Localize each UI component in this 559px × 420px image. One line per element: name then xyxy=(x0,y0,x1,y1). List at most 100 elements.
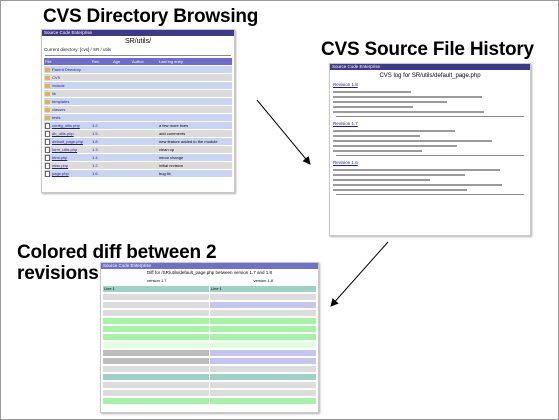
diff-top-bar: Source Code Enterprise xyxy=(101,263,318,269)
file-icon xyxy=(45,146,50,153)
file-cell-log: minor change xyxy=(159,155,184,160)
diff-cell-right xyxy=(210,293,316,300)
diff-row xyxy=(103,333,316,341)
file-cell-log: a few more fixes xyxy=(159,123,189,128)
dir-row[interactable]: lib xyxy=(44,90,232,98)
log-entry-revision[interactable]: Revision 1.7 xyxy=(333,121,358,126)
file-cell-name[interactable]: page.php xyxy=(52,170,69,176)
diff-row xyxy=(103,373,316,381)
dir-table-header: File Rev. Age Author Last log entry xyxy=(44,58,232,66)
diff-cell-left xyxy=(103,389,209,396)
diff-sub-left: version 1.7 xyxy=(146,278,167,283)
heading-dir-browsing: CVS Directory Browsing xyxy=(43,6,259,27)
dir-title: SR/utils/ xyxy=(124,38,152,45)
log-separator xyxy=(336,155,524,156)
diff-cell-right xyxy=(210,349,316,356)
diff-cell-right xyxy=(210,373,316,380)
file-cell-rev[interactable]: 1.4 xyxy=(92,155,98,160)
file-cell-name[interactable]: config_utils.php xyxy=(52,122,80,128)
file-cell-name[interactable]: misc.php xyxy=(52,162,69,168)
file-cell-rev[interactable]: 1.5 xyxy=(92,131,98,136)
log-placeholder-line xyxy=(333,150,423,152)
diff-row xyxy=(103,301,316,309)
dir-link[interactable]: lib xyxy=(52,91,57,96)
diff-cell-right xyxy=(210,365,316,372)
file-cell-rev[interactable]: 1.3 xyxy=(92,147,98,152)
file-cell-name[interactable]: form_utils.php xyxy=(52,146,78,152)
dir-link[interactable]: tests xyxy=(52,115,61,120)
heading-diff-line1: Colored diff between 2 xyxy=(17,242,217,263)
diff-row xyxy=(103,309,316,317)
folder-icon xyxy=(45,115,50,120)
dir-row[interactable]: include xyxy=(44,82,232,90)
diff-cell-left xyxy=(103,397,209,404)
file-cell-log: bug fix xyxy=(159,171,171,176)
diff-cell-left xyxy=(103,325,209,332)
diff-row xyxy=(103,341,316,349)
log-placeholder-line xyxy=(333,179,430,181)
log-entry-revision[interactable]: Revision 1.8 xyxy=(333,82,358,87)
log-entry-revision[interactable]: Revision 1.6 xyxy=(333,160,358,165)
folder-icon xyxy=(45,99,50,104)
dir-link[interactable]: Parent Directory xyxy=(52,67,81,72)
file-cell-log: add comments xyxy=(159,131,186,136)
dir-link[interactable]: include xyxy=(52,83,65,88)
file-cell-rev[interactable]: 1.2 xyxy=(92,163,98,168)
diff-screenshot: Source Code Enterprise Diff for /SR/util… xyxy=(100,262,319,413)
log-placeholder-line xyxy=(333,145,458,147)
col-log[interactable]: Last log entry xyxy=(159,59,184,64)
diff-row xyxy=(103,293,316,301)
dir-row[interactable]: tests xyxy=(44,114,232,122)
dir-row[interactable]: CVS xyxy=(44,74,232,82)
diff-row xyxy=(103,325,316,333)
col-file[interactable]: File xyxy=(45,59,52,64)
file-row[interactable]: misc.php 1.2 initial revision xyxy=(44,162,232,170)
file-row[interactable]: db_utils.php 1.5 add comments xyxy=(44,130,232,138)
file-cell-name[interactable]: default_page.php xyxy=(52,138,83,144)
file-row[interactable]: config_utils.php 1.2 a few more fixes xyxy=(44,122,232,130)
file-icon xyxy=(45,130,50,137)
dir-link[interactable]: classes xyxy=(52,107,66,112)
file-icon xyxy=(45,170,50,177)
diff-cell-left xyxy=(103,333,209,340)
diff-row xyxy=(103,381,316,389)
file-cell-rev[interactable]: 1.8 xyxy=(92,139,98,144)
file-cell-name[interactable]: db_utils.php xyxy=(52,130,74,136)
file-row[interactable]: default_page.php 1.8 new feature added to … xyxy=(44,138,232,146)
diff-cell-right xyxy=(210,309,316,316)
dir-row[interactable]: classes xyxy=(44,106,232,114)
log-placeholder-line xyxy=(333,96,483,98)
diff-cell-left xyxy=(103,373,209,380)
log-placeholder-line xyxy=(333,91,411,93)
dir-separator xyxy=(45,55,231,56)
file-history-screenshot: Source Code Enterprise CVS log for SR/ut… xyxy=(329,63,531,236)
heading-file-history: CVS Source File History xyxy=(321,39,534,60)
dir-link[interactable]: CVS xyxy=(52,75,61,80)
file-cell-name[interactable]: html.php xyxy=(52,154,68,160)
diff-sub-right: version 1.8 xyxy=(253,278,274,283)
dir-link[interactable]: templates xyxy=(52,99,70,104)
diff-row xyxy=(103,397,316,405)
col-author[interactable]: Author xyxy=(132,59,144,64)
diff-cell-left xyxy=(103,349,209,356)
diff-cell-right xyxy=(210,341,316,348)
col-age[interactable]: Age xyxy=(113,59,121,64)
diff-cell-left xyxy=(103,381,209,388)
log-separator xyxy=(336,194,524,195)
file-cell-log: initial revision xyxy=(159,163,184,168)
dir-row[interactable]: Parent Directory xyxy=(44,66,232,74)
file-cell-log: new feature added to the module xyxy=(159,139,218,144)
dir-subtitle: Current directory: [cvs] / SR / utils xyxy=(44,47,112,52)
diff-cell-right xyxy=(210,357,316,364)
file-cell-rev[interactable]: 1.6 xyxy=(92,171,98,176)
dir-row[interactable]: templates xyxy=(44,98,232,106)
col-rev[interactable]: Rev. xyxy=(92,59,100,64)
file-cell-rev[interactable]: 1.2 xyxy=(92,123,98,128)
file-row[interactable]: html.php 1.4 minor change xyxy=(44,154,232,162)
file-row[interactable]: page.php 1.6 bug fix xyxy=(44,170,232,178)
